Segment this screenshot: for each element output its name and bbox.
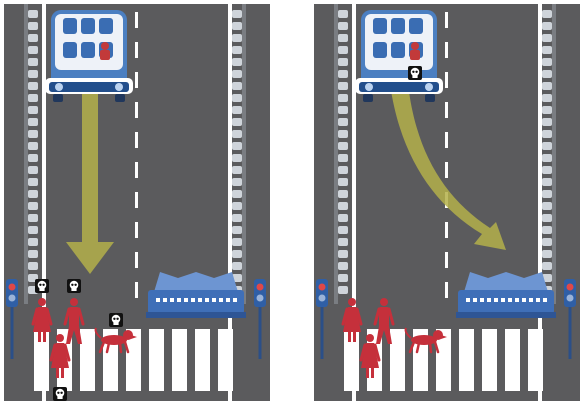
lane-dash [445,72,448,88]
traffic-light-icon [564,279,576,359]
guardrail [542,4,556,304]
lane-dash [135,132,138,148]
skull-icon [408,66,422,80]
lane-dash [445,42,448,58]
lane-dash [135,72,138,88]
crosswalk-stripe [126,329,141,391]
skull-icon [53,387,67,401]
lane-dash [135,42,138,58]
lane-edge-left [352,4,356,401]
crosswalk-stripe [436,329,451,391]
lane-dash [445,222,448,238]
crosswalk-stripe [149,329,164,391]
lane-edge-left [42,4,46,401]
path-arrow [390,84,506,250]
lane-dash [445,282,448,298]
barrier-icon [456,272,556,318]
lane-edge-right [228,4,232,401]
scenario-right-illustration [314,4,580,401]
lane-dash [135,282,138,298]
pedestrian-icon [373,298,395,344]
traffic-light-icon [6,279,18,359]
lane-dash [135,12,138,28]
traffic-light-icon [316,279,328,359]
pedestrian-icon [31,298,53,342]
crosswalk-stripe [34,329,49,391]
lane-dash [135,102,138,118]
crosswalk-stripe [195,329,210,391]
pedestrian-icon [341,298,363,342]
traffic-light-icon [254,279,266,359]
lane-dash [445,162,448,178]
pedestrian-icon [359,334,381,378]
scenario-panel-left[interactable] [4,4,270,401]
path-arrow [66,84,114,274]
guardrail [24,4,38,304]
scenario-panel-right[interactable] [314,4,580,401]
pedestrian-icon [63,298,85,344]
lane-dash [445,102,448,118]
guardrail [334,4,348,304]
dog-icon [94,327,137,354]
scenario-left-illustration [4,4,270,401]
skull-icon [67,279,81,293]
crosswalk-stripe [218,329,233,391]
crosswalk-stripe [482,329,497,391]
car-icon [355,10,443,102]
lane-dash [135,252,138,268]
lane-dash [445,252,448,268]
lane-dash [135,162,138,178]
crosswalk-stripe [528,329,543,391]
lane-dash [445,12,448,28]
crosswalk-stripe [459,329,474,391]
crosswalk-stripe [80,329,95,391]
crosswalk-stripe [505,329,520,391]
crosswalk-stripe [344,329,359,391]
lane-dash [445,132,448,148]
lane-edge-right [538,4,542,401]
car-icon [45,10,133,102]
crosswalk-stripe [390,329,405,391]
skull-icon [109,313,123,327]
dog-icon [404,327,447,354]
barrier-icon [146,272,246,318]
lane-dash [135,192,138,208]
lane-dash [135,222,138,238]
skull-icon [35,279,49,293]
pedestrian-icon [49,334,71,378]
crosswalk-stripe [172,329,187,391]
